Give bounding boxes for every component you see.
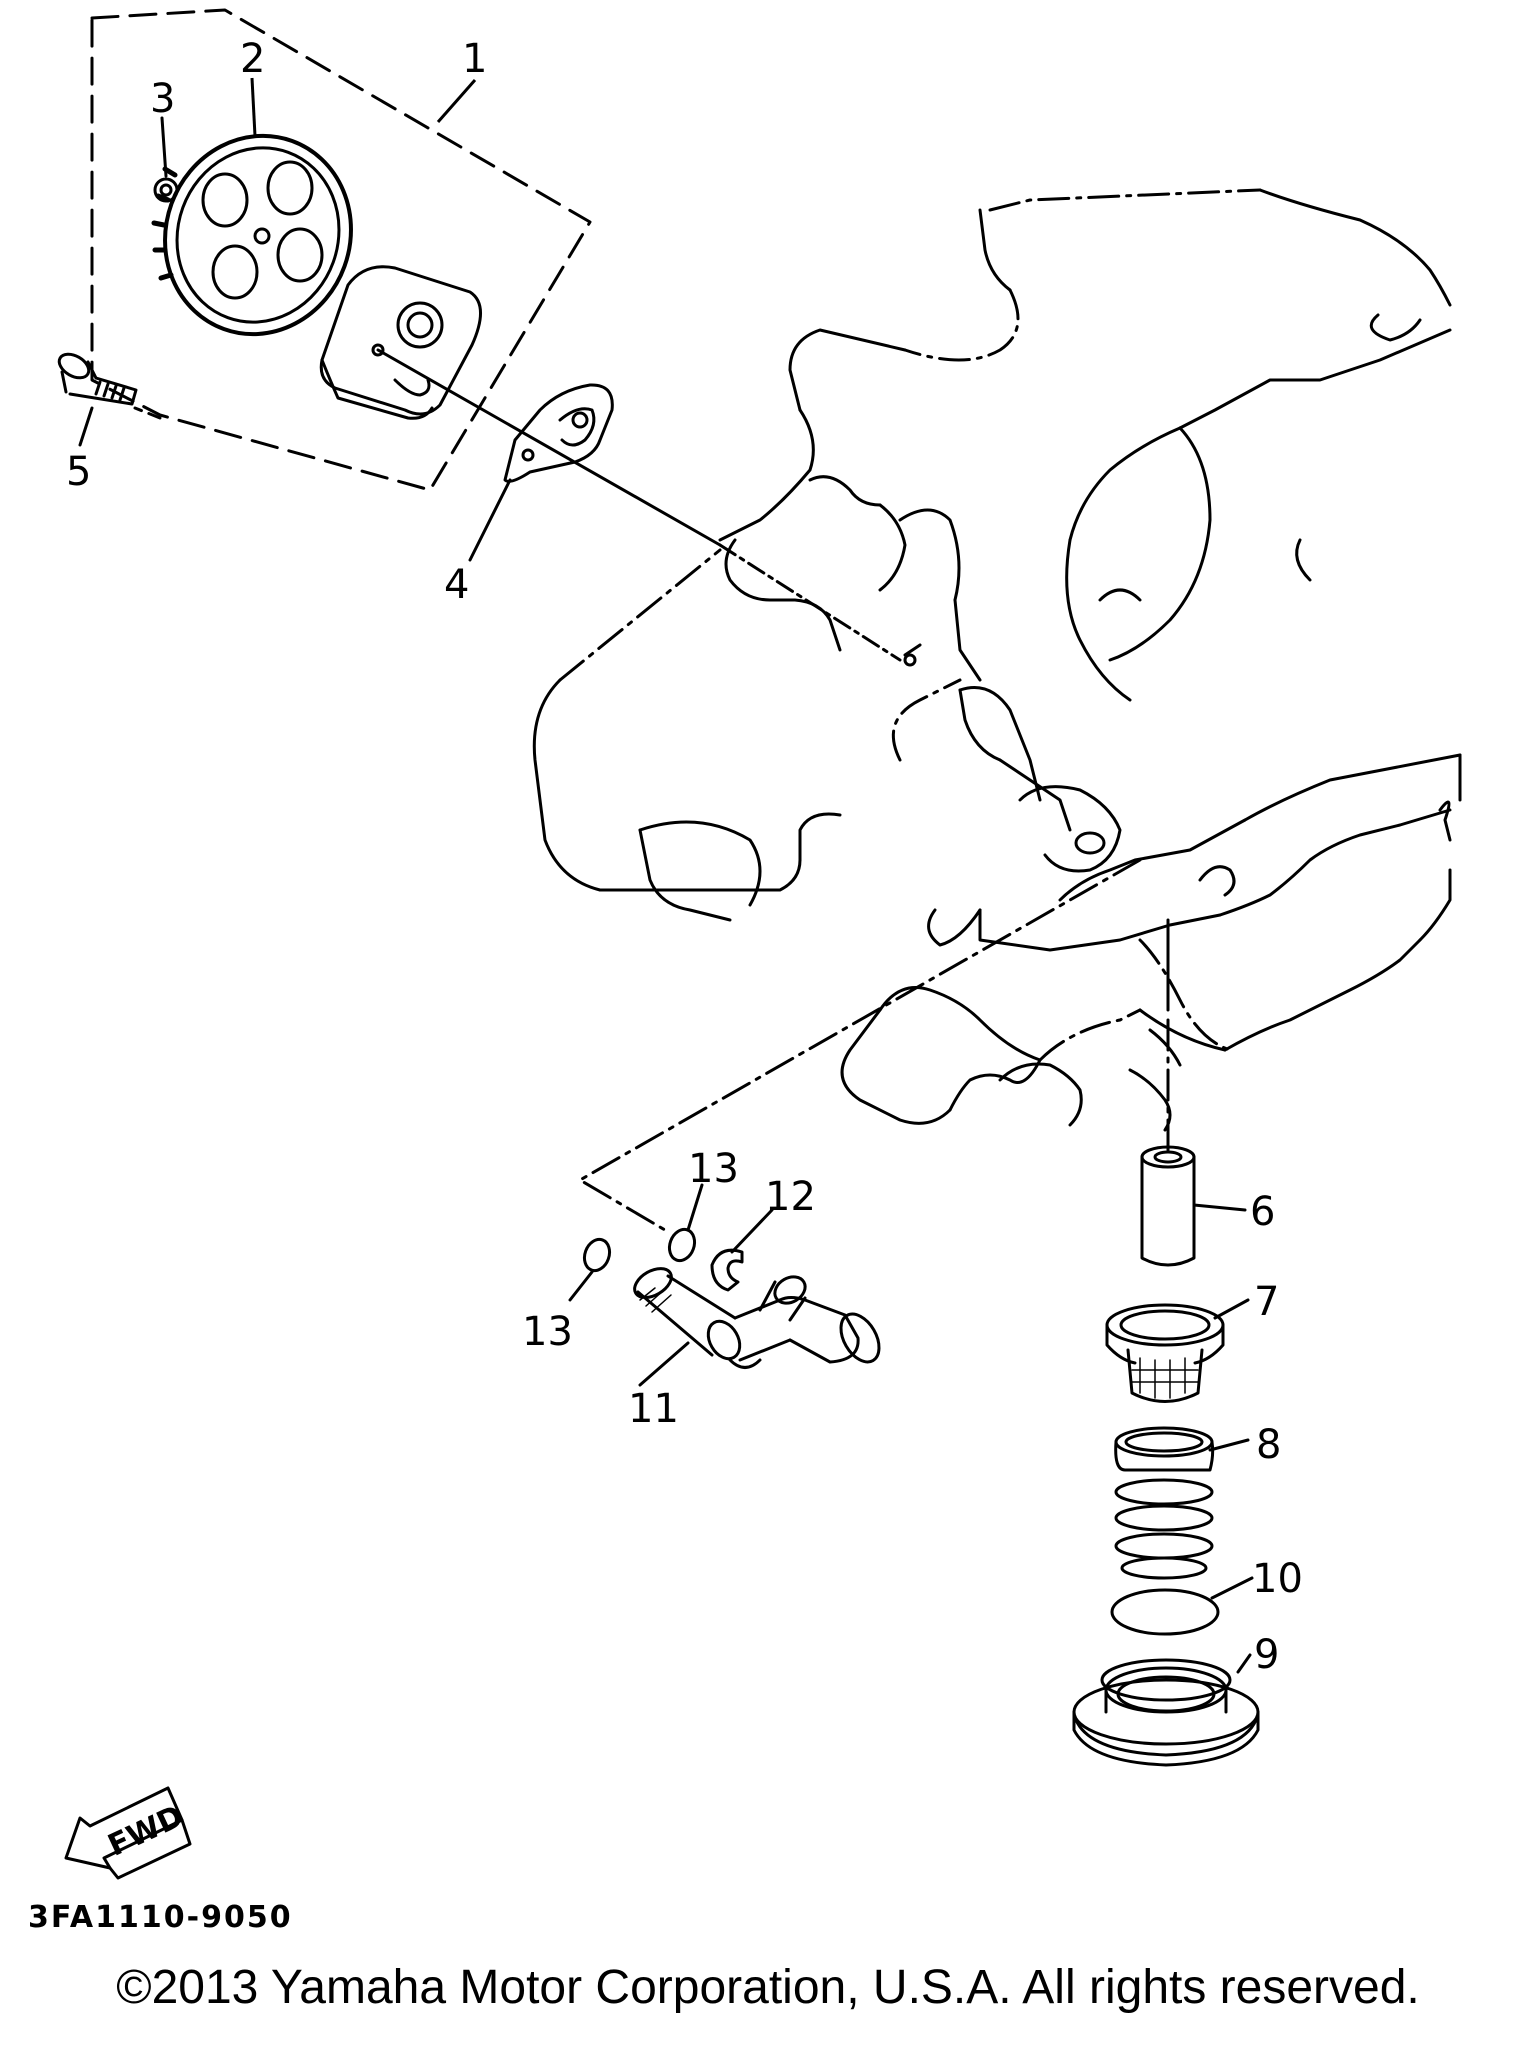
gasket-4 [503, 383, 614, 483]
fwd-label: FWD [103, 1799, 189, 1864]
callout-label-13-upper: 13 [688, 1146, 739, 1192]
callout-label-8: 8 [1256, 1422, 1281, 1468]
callout-label-1: 1 [462, 36, 487, 82]
gear-2 [151, 133, 353, 337]
o-ring-10 [1110, 1588, 1220, 1636]
spring-8 [1114, 1426, 1215, 1580]
washer-3 [153, 177, 179, 203]
o-ring-13-upper [667, 1227, 697, 1263]
oil-pump-body [319, 265, 482, 420]
callout-label-6: 6 [1250, 1189, 1275, 1235]
plug-9 [1072, 1658, 1260, 1767]
callout-label-5: 5 [66, 449, 91, 495]
callout-label-9: 9 [1254, 1632, 1279, 1678]
copyright-notice: ©2013 Yamaha Motor Corporation, U.S.A. A… [116, 1961, 1420, 2014]
bolt-5 [57, 352, 138, 406]
o-ring-13-lower [582, 1237, 612, 1273]
callout-label-11: 11 [628, 1386, 679, 1432]
fwd-arrow-icon [64, 1786, 192, 1880]
clip-12 [710, 1248, 744, 1292]
diagram-code: 3FA1110-9050 [28, 1900, 293, 1935]
callout-label-4: 4 [444, 562, 469, 608]
shaft-11 [633, 1267, 881, 1369]
parts-diagram: 1 2 3 4 5 6 7 8 9 10 11 12 13 13 FWD [57, 8, 1462, 1880]
callout-label-10: 10 [1252, 1556, 1303, 1602]
pipe-6 [1140, 1145, 1196, 1267]
callout-label-2: 2 [240, 36, 265, 82]
callout-label-3: 3 [150, 76, 175, 122]
callout-label-7: 7 [1254, 1279, 1279, 1325]
crankcase [532, 188, 1462, 1132]
assembly-1-outline [90, 8, 592, 492]
callout-label-13-lower: 13 [522, 1309, 573, 1355]
callout-label-12: 12 [765, 1174, 816, 1220]
strainer-7 [1105, 1303, 1225, 1403]
